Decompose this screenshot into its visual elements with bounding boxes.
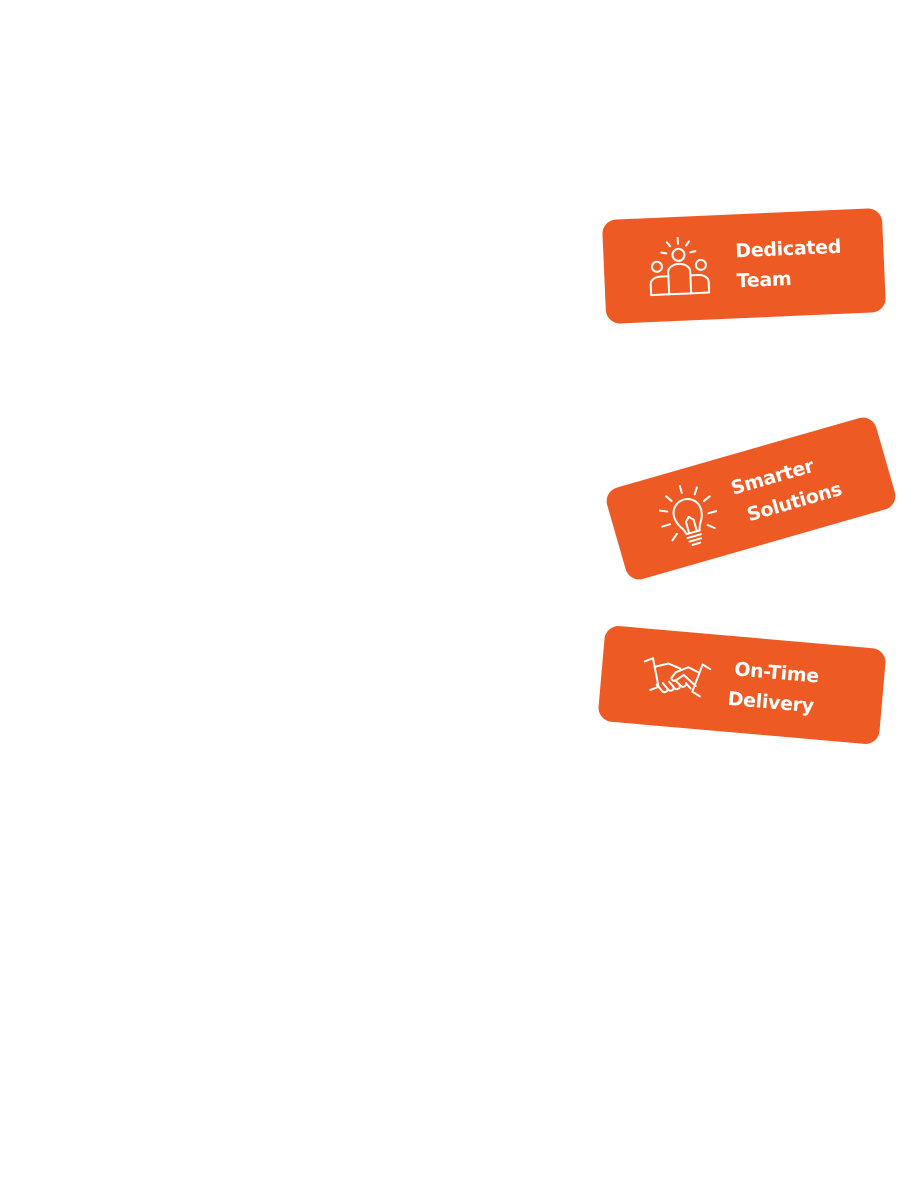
- smarter-solutions-badge: Smarter Solutions: [603, 414, 899, 583]
- badge-label-line2: Team: [736, 267, 792, 293]
- team-icon: [643, 234, 716, 303]
- lightbulb-icon: [649, 475, 727, 557]
- handshake-icon: [639, 651, 713, 707]
- on-time-delivery-badge: On-Time Delivery: [597, 624, 887, 746]
- badge-label: Dedicated Team: [735, 232, 843, 297]
- badge-label: Smarter Solutions: [727, 445, 845, 532]
- dedicated-team-badge: Dedicated Team: [601, 207, 887, 325]
- badge-label-line2: Delivery: [726, 687, 815, 718]
- badge-label: On-Time Delivery: [726, 654, 820, 722]
- badge-label-line1: Dedicated: [734, 235, 842, 263]
